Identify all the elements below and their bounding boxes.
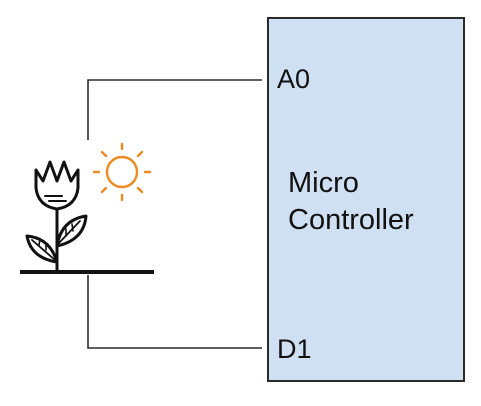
pin-label-a0: A0 (277, 64, 311, 94)
tulip-plant-icon (25, 160, 88, 272)
wire-a0 (87, 79, 262, 140)
microcontroller-box (267, 17, 465, 382)
microcontroller-label-line1: Micro (288, 167, 359, 199)
pin-label-d1: D1 (277, 334, 312, 364)
sun-icon (92, 142, 152, 202)
wire-d1 (87, 275, 262, 349)
microcontroller-label-line2: Controller (288, 204, 414, 236)
